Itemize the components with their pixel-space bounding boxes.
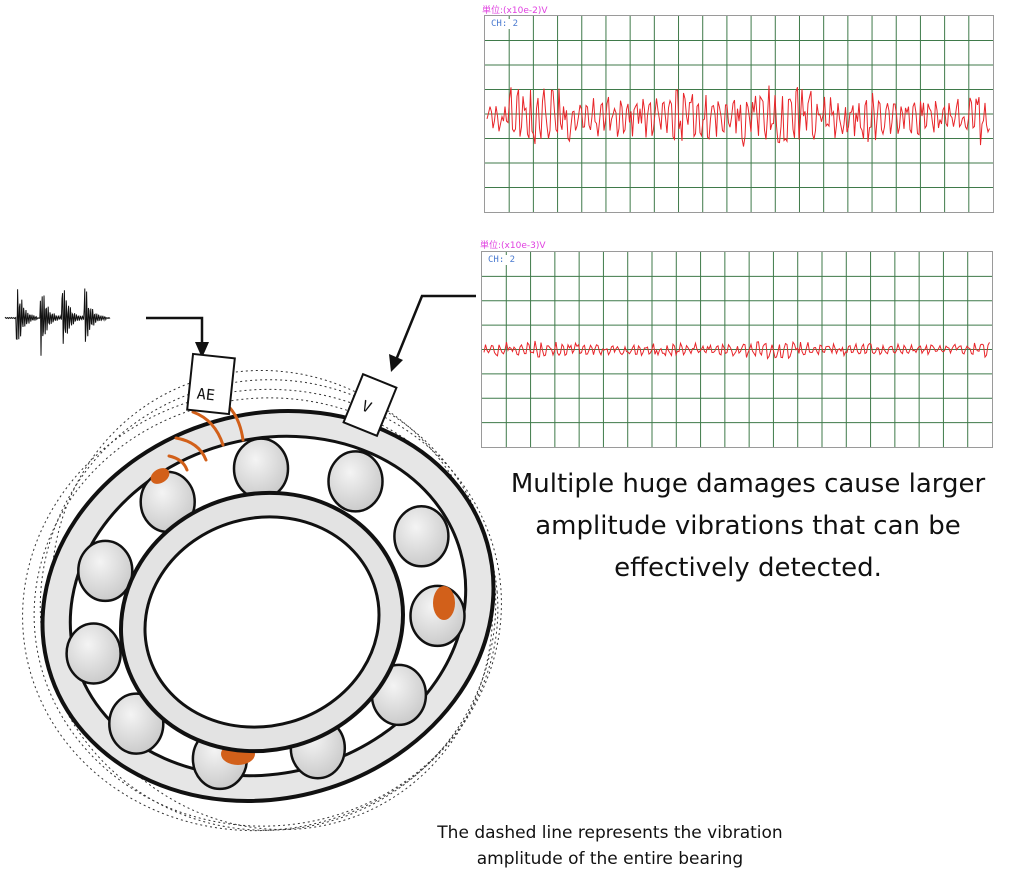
ae-arrow	[146, 316, 209, 358]
top-scope-channel-label: CH: 2	[489, 19, 521, 29]
top-scope-signal-trace	[486, 85, 990, 147]
v-sensor: V	[342, 372, 398, 438]
bottom-scope-panel: CH: 2	[481, 251, 993, 448]
ae-sensor: AE	[186, 352, 236, 416]
v-arrow	[389, 294, 476, 372]
top-scope-panel: CH: 2	[484, 15, 994, 213]
rolling-ball	[393, 505, 450, 568]
bottom-scope-signal-trace	[483, 340, 990, 360]
damage-spot-1	[150, 468, 170, 484]
bearing-inner-ring	[119, 490, 405, 754]
bottom-scope-plot	[482, 252, 992, 447]
ae-burst-waveform	[4, 288, 111, 356]
main-caption: Multiple huge damages cause larger ampli…	[510, 469, 986, 583]
sub-caption: The dashed line represents the vibration…	[437, 823, 783, 869]
ae-sensor-label: AE	[196, 385, 216, 405]
bottom-scope-channel-label: CH: 2	[486, 255, 518, 265]
top-scope-unit-label: 単位:(x10e-2)V	[482, 6, 548, 16]
damage-spot-2	[433, 586, 455, 620]
rolling-ball	[232, 437, 290, 500]
rolling-ball	[65, 622, 122, 685]
bottom-scope-unit-label: 単位:(x10e-3)V	[480, 241, 546, 251]
rolling-ball	[77, 539, 134, 603]
top-scope-plot	[485, 16, 993, 212]
rolling-ball	[327, 450, 384, 513]
